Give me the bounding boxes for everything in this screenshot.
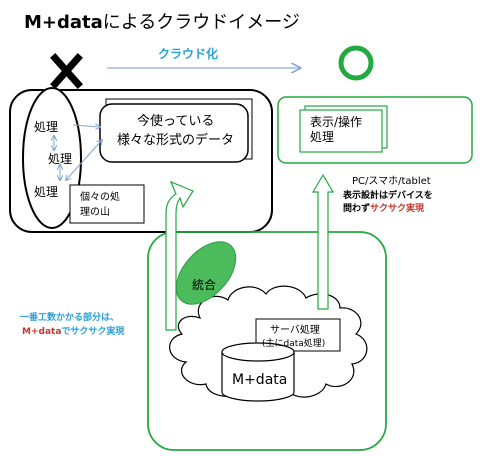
mountain-line1: 個々の処 [80, 190, 120, 203]
integration-arrow [165, 180, 194, 331]
data-arrow-1 [72, 125, 100, 127]
left-note-line2-part2: でサクサク実現 [61, 325, 124, 337]
title-brand: M+data [24, 12, 103, 33]
legacy-system-box [9, 89, 273, 233]
mountain-line2: 理の山 [80, 206, 110, 218]
cross-icon [50, 53, 83, 89]
device-outer-box [277, 96, 473, 164]
process-label-2: 処理 [48, 152, 72, 166]
device-note-line3-part2: サクサク実現 [370, 202, 424, 214]
integration-ellipse [175, 241, 237, 305]
process-label-1: 処理 [34, 120, 58, 134]
data-box [99, 103, 249, 163]
device-box-line2: 処理 [310, 130, 334, 144]
cloudify-label: クラウド化 [158, 46, 218, 61]
database-cylinder [221, 342, 295, 402]
server-box-line1: サーバ処理 [270, 323, 320, 336]
cloud-platform-box [147, 231, 387, 451]
mountain-box [69, 184, 145, 224]
device-box-line1: 表示/操作 [310, 114, 362, 129]
left-note-line1: 一番工数かかる部分は、 [20, 311, 119, 323]
device-note-line3-part1: 問わず [343, 202, 370, 214]
integration-label: 統合 [192, 277, 216, 292]
device-note-line1: PC/スマホ/tablet [352, 175, 431, 187]
data-box-line2: 様々な形式のデータ [117, 132, 234, 148]
circle-icon [338, 45, 374, 81]
device-note-line2: 表示設計はデバイスを [342, 189, 433, 201]
left-note-line2: M+dataでサクサク実現 [22, 325, 124, 337]
title-rest: によるクラウドイメージ [103, 12, 300, 33]
title: M+dataによるクラウドイメージ [24, 12, 300, 33]
left-note-line2-part1: M+data [22, 327, 61, 337]
database-label: M+data [232, 372, 287, 388]
data-box-line1: 今使っている [137, 113, 214, 129]
device-note-line3: 問わずサクサク実現 [343, 202, 424, 214]
server-box-line2: (主にdata処理) [262, 337, 325, 349]
device-box-front [299, 109, 383, 153]
up-arrow [311, 173, 335, 310]
process-label-3: 処理 [34, 185, 58, 199]
data-arrow-2 [66, 140, 102, 180]
